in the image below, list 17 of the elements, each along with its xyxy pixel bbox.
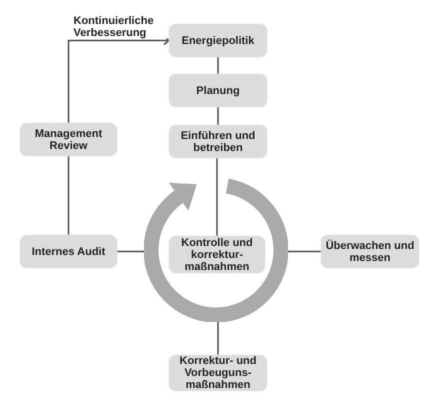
process-box: Korrektur- und Vorbeuguns- maßnahmen [169,355,267,391]
edge-label: Kontinuierliche Verbesserung [72,14,166,38]
arrow [68,36,170,123]
process-box: Internes Audit [20,235,117,268]
connector-line [288,250,321,252]
connector-line [68,156,70,235]
connector-line [217,322,219,355]
process-box: Einführen und betreiben [169,125,267,158]
connector-line [217,107,219,125]
connector-line [216,158,218,236]
connector-line [117,250,144,252]
process-box: Kontrolle und korrektur- maßnahmen [169,236,265,273]
connector-line [217,57,219,74]
process-box: Überwachen und messen [321,235,419,268]
process-box: Planung [169,74,267,107]
process-box: Energiepolitik [169,24,267,57]
process-box: Management Review [20,123,117,156]
